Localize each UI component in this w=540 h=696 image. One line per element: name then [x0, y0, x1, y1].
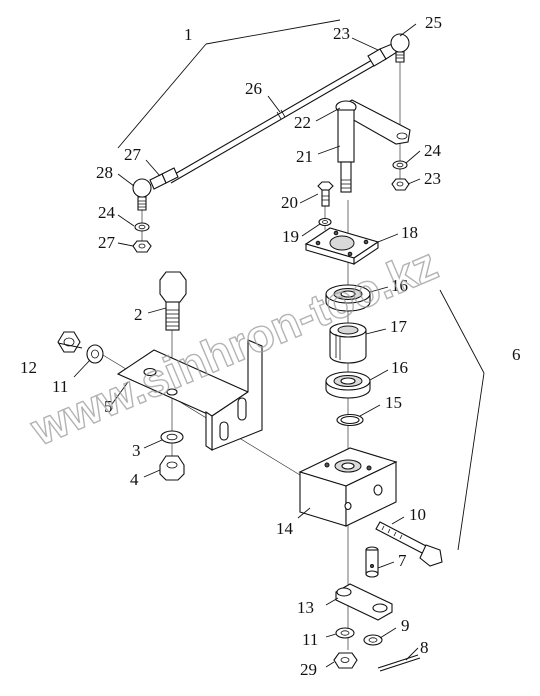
callout-22: 22 — [294, 113, 311, 132]
tie-rod — [167, 59, 376, 184]
callout-28: 28 — [96, 163, 113, 182]
ball-joint-upper — [367, 33, 410, 67]
leader-lines — [57, 19, 485, 668]
callout-13: 13 — [297, 598, 314, 617]
callout-7: 7 — [398, 551, 407, 570]
callout-21: 21 — [296, 147, 313, 166]
callout-23: 23 — [333, 24, 350, 43]
ball-joint-lower — [132, 167, 179, 211]
lever-washer-and-nut — [391, 160, 410, 191]
bearing-upper — [325, 284, 371, 312]
callout-2: 2 — [134, 305, 143, 324]
callout-numbers: 1 23 25 26 22 21 24 23 27 28 20 24 19 18… — [20, 13, 521, 679]
callout-9: 9 — [401, 616, 410, 635]
callout-24-left: 24 — [98, 203, 116, 222]
callout-19: 19 — [282, 227, 299, 246]
long-bolt — [375, 521, 443, 567]
small-bolt — [317, 181, 334, 227]
callout-25: 25 — [425, 13, 442, 32]
callout-27-lower: 27 — [98, 233, 116, 252]
callout-15: 15 — [385, 393, 402, 412]
callout-4: 4 — [130, 470, 139, 489]
callout-12: 12 — [20, 358, 37, 377]
link-plate — [335, 583, 393, 621]
callout-6: 6 — [512, 345, 521, 364]
callout-29: 29 — [300, 660, 317, 679]
snap-ring — [336, 413, 364, 427]
bearing-lower — [325, 371, 371, 399]
left-washer-and-nut — [132, 222, 152, 253]
callout-27-upper: 27 — [124, 145, 142, 164]
bottom-washers-and-nut — [333, 627, 383, 669]
flange-plate — [304, 227, 380, 266]
callout-1: 1 — [184, 25, 193, 44]
callout-24-right: 24 — [424, 141, 442, 160]
callout-26: 26 — [245, 79, 262, 98]
callout-8: 8 — [420, 638, 429, 657]
callout-3: 3 — [132, 441, 141, 460]
bushing — [329, 322, 367, 364]
callout-18: 18 — [401, 223, 418, 242]
bracket-washer-and-nut — [159, 430, 185, 481]
callout-10: 10 — [409, 505, 426, 524]
left-nut-and-washer — [57, 331, 104, 364]
callout-20: 20 — [281, 193, 298, 212]
callout-11-left: 11 — [52, 377, 68, 396]
cotter-pin — [377, 654, 421, 672]
callout-16-upper: 16 — [391, 276, 408, 295]
callout-23-right: 23 — [424, 169, 441, 188]
bracket — [116, 339, 263, 452]
callout-5: 5 — [104, 397, 113, 416]
callout-17: 17 — [390, 317, 408, 336]
lever-arm — [335, 99, 411, 193]
callout-11-lower: 11 — [302, 630, 318, 649]
callout-16-lower: 16 — [391, 358, 408, 377]
housing-block — [298, 447, 398, 527]
hex-bolt — [159, 271, 187, 331]
callout-14: 14 — [276, 519, 294, 538]
pin — [365, 546, 379, 578]
